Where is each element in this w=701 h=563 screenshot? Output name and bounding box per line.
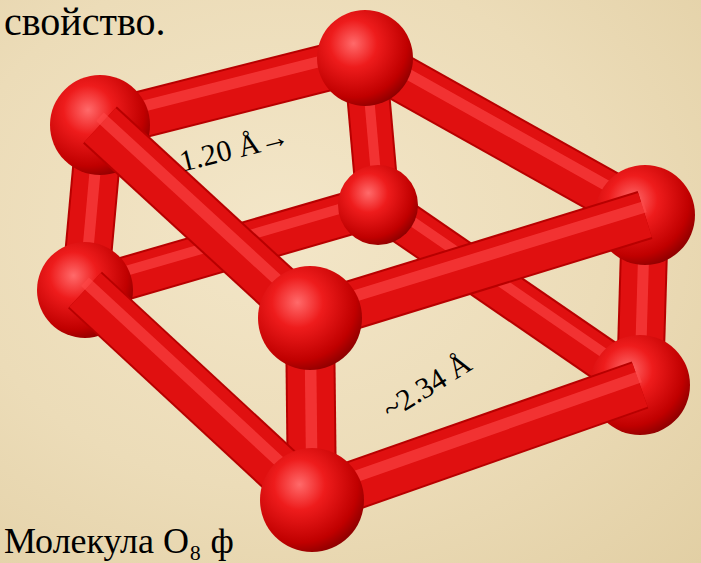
caption-fragment: свойство.	[4, 0, 166, 44]
oxygen-atom	[338, 165, 418, 245]
bond-highlight	[312, 377, 640, 492]
bond-highlight	[310, 207, 645, 310]
bond-outline	[312, 385, 640, 500]
molecule-drawing	[37, 10, 695, 552]
bond	[310, 215, 645, 318]
bond	[312, 385, 640, 500]
oxygen-atom	[317, 10, 413, 106]
bond-length: 1.20 Å→	[176, 118, 292, 177]
bond-length: ~2.34 Å	[376, 346, 477, 426]
oxygen-atom	[258, 266, 362, 370]
caption-fragment: Молекула O₈ ф	[4, 522, 234, 562]
bond-outline	[310, 215, 645, 318]
oxygen-atom	[260, 448, 364, 552]
